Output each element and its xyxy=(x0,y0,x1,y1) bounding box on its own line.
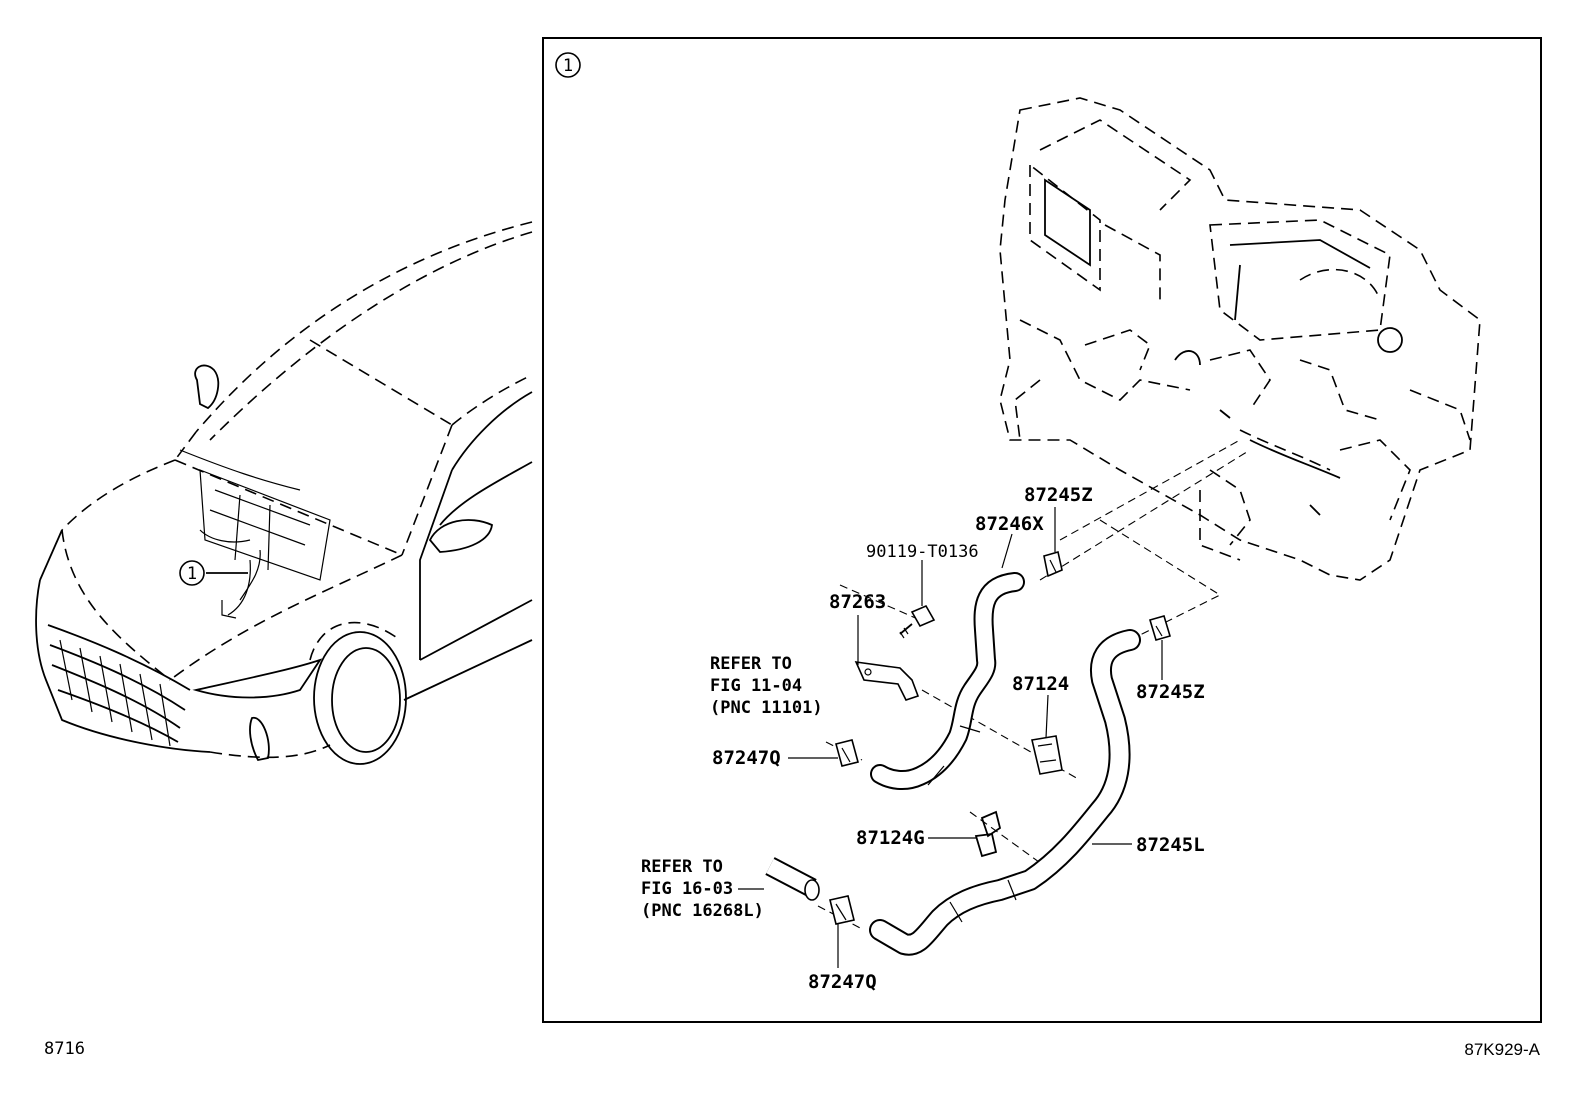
bracket-87263 xyxy=(854,661,920,701)
figure-number: 8716 xyxy=(44,1039,85,1059)
clip-87245z-right xyxy=(1149,615,1171,641)
label-87263: 87263 xyxy=(829,591,886,613)
label-87246x: 87246X xyxy=(975,513,1044,535)
clip-87247q-mid xyxy=(835,739,859,767)
refer-note-2-line1: REFER TO xyxy=(641,857,723,877)
label-87245l: 87245L xyxy=(1136,834,1205,856)
clip-87247q-bottom xyxy=(829,895,855,925)
label-87245z-top: 87245Z xyxy=(1024,484,1093,506)
label-87247q-mid: 87247Q xyxy=(712,747,781,769)
bolt-90119 xyxy=(899,604,936,639)
refer-note-1-line2: FIG 11-04 xyxy=(710,676,802,696)
label-87247q-bottom: 87247Q xyxy=(808,971,877,993)
illustration-code: 87K929-A xyxy=(1464,1040,1540,1059)
refer-note-2-line2: FIG 16-03 xyxy=(641,879,733,899)
hvac-unit xyxy=(999,97,1481,581)
refer-note-1-line3: (PNC 11101) xyxy=(710,698,823,718)
callout-number-detail: 1 xyxy=(563,56,573,76)
callout-number-vehicle: 1 xyxy=(187,564,197,584)
water-pipe-stub xyxy=(765,857,820,901)
refer-note-fig-16-03: REFER TO FIG 16-03 (PNC 16268L) xyxy=(641,857,764,921)
callout-marker-detail xyxy=(555,52,581,78)
clip-87245z-top xyxy=(1043,550,1063,578)
hose-87245l xyxy=(869,629,1141,956)
label-87124g: 87124G xyxy=(856,827,925,849)
refer-note-2-line3: (PNC 16268L) xyxy=(641,901,764,921)
hose-87246x xyxy=(870,572,1025,791)
label-87245z-right: 87245Z xyxy=(1136,681,1205,703)
clamp-87124g xyxy=(974,810,1002,858)
refer-note-fig-11-04: REFER TO FIG 11-04 (PNC 11101) xyxy=(710,654,823,718)
label-87124: 87124 xyxy=(1012,673,1069,695)
valve-87124 xyxy=(1031,735,1063,775)
vehicle-overview: 1 xyxy=(35,221,533,765)
label-90119-t0136: 90119-T0136 xyxy=(866,542,979,562)
detail-frame xyxy=(542,37,1542,1023)
leader-lines xyxy=(738,507,1163,968)
callout-marker-vehicle xyxy=(179,560,205,586)
refer-note-1-line1: REFER TO xyxy=(710,654,792,674)
part-labels: 87245Z 87246X 90119-T0136 87263 87245Z 8… xyxy=(712,484,1205,993)
